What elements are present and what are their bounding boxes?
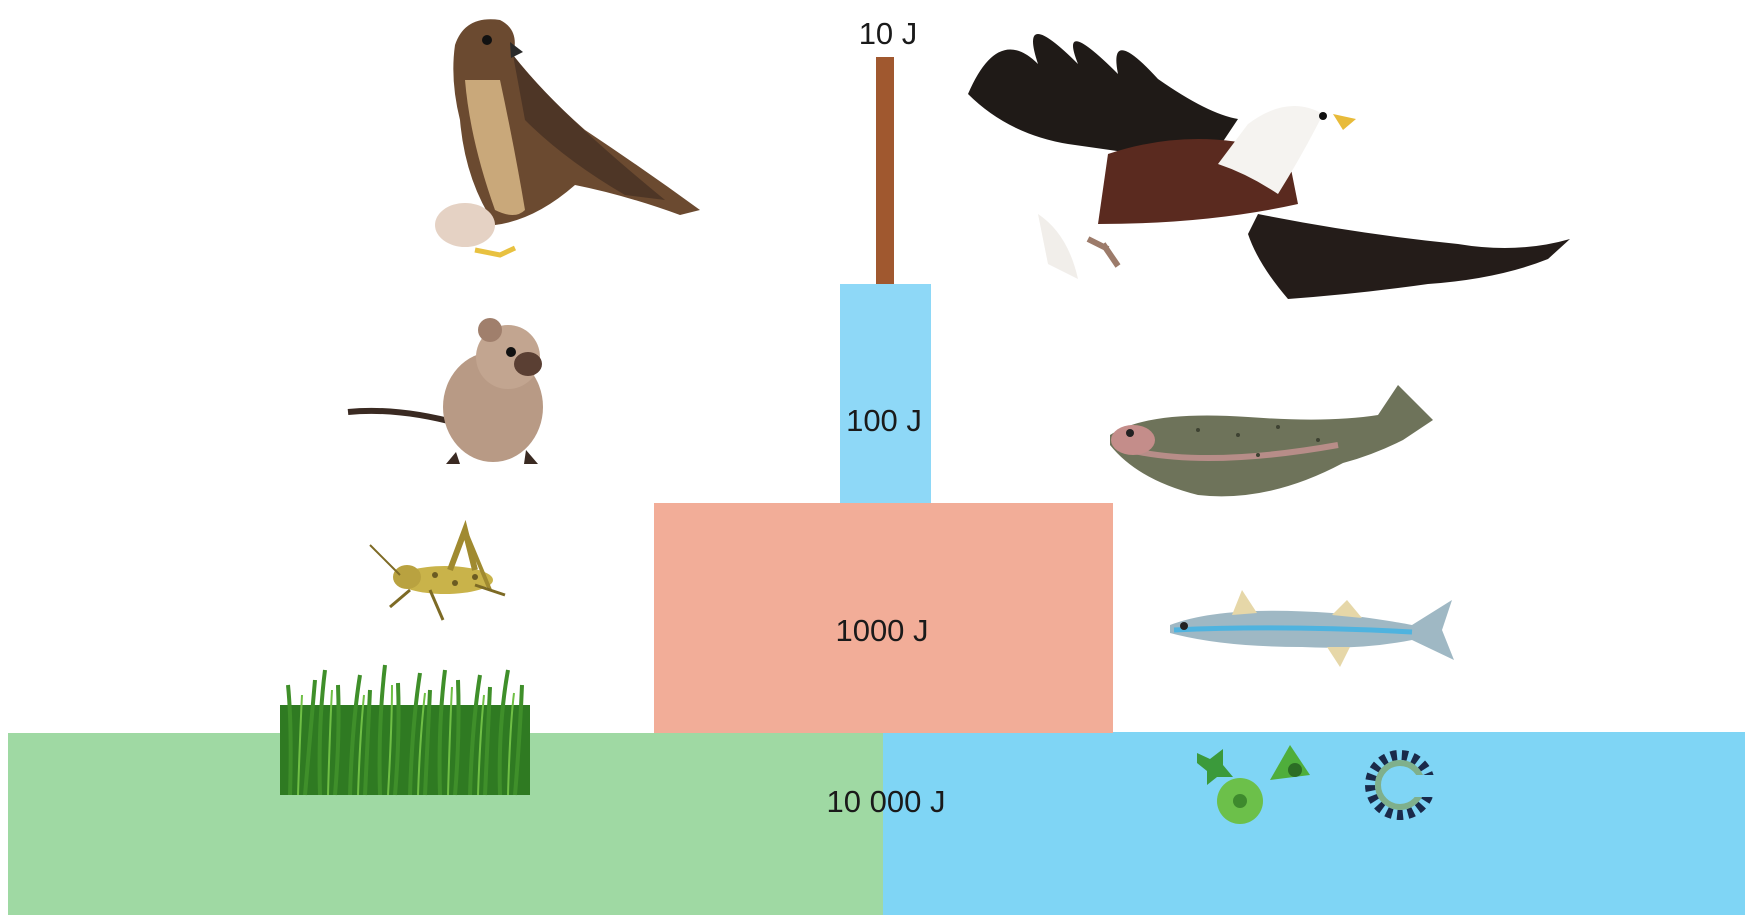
level-label-100: 100 J: [846, 403, 922, 439]
grasshopper-image: [365, 525, 515, 620]
phytoplankton-image: [1195, 745, 1450, 835]
mouse-image: [348, 312, 568, 467]
tertiary-consumer-level: [876, 57, 894, 284]
small-fish-image: [1162, 585, 1454, 670]
fish-eagle-image: [958, 4, 1573, 334]
level-label-10000: 10 000 J: [827, 784, 946, 820]
trout-image: [1108, 385, 1438, 505]
level-label-10: 10 J: [859, 16, 918, 52]
level-label-1000: 1000 J: [835, 613, 928, 649]
secondary-consumer-level: [840, 284, 931, 503]
grass-image: [280, 665, 530, 795]
falcon-image: [425, 10, 705, 270]
